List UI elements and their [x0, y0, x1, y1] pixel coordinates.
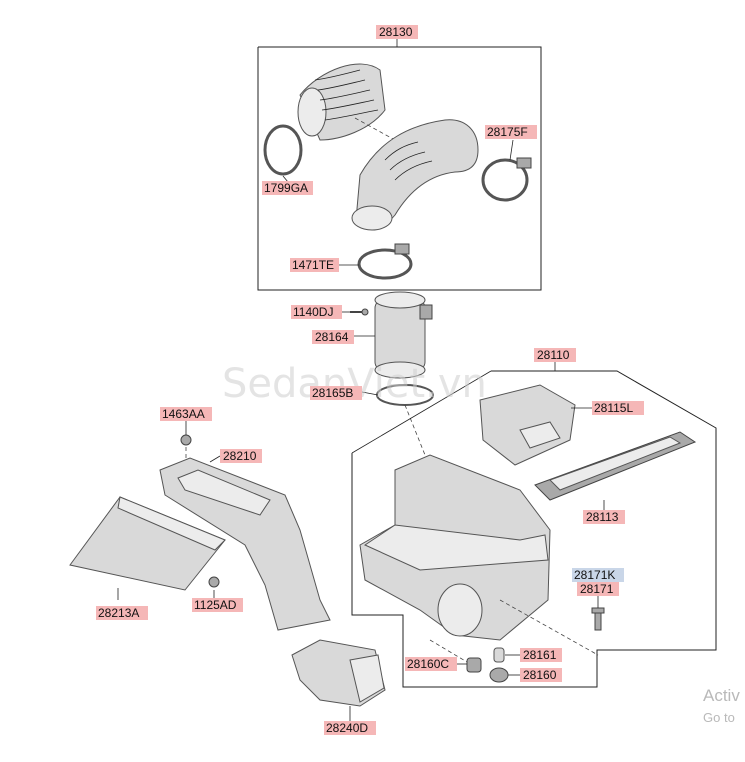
cap-28160-part [489, 667, 509, 683]
air-cleaner-body-part [359, 454, 551, 641]
airflow-sensor-part [374, 291, 433, 379]
label-28213a[interactable]: 28213A [96, 606, 148, 620]
label-1463aa-text: 1463AA [162, 407, 205, 421]
activation-line-1: Activ [703, 686, 740, 705]
activation-line-2: Go to [703, 710, 735, 725]
label-1140dj-text: 1140DJ [293, 305, 333, 319]
clamp-1471te-part [357, 243, 413, 280]
label-1471te[interactable]: 1471TE [290, 258, 339, 272]
label-28171k[interactable]: 28171K [572, 568, 624, 582]
hose-assembly-frame [257, 38, 542, 291]
label-28113[interactable]: 28113 [583, 510, 625, 524]
plug-28161-part [493, 647, 505, 663]
bolt-28171-part [591, 607, 605, 631]
label-28240d[interactable]: 28240D [324, 721, 376, 735]
label-28171[interactable]: 28171 [577, 582, 619, 596]
label-28210-text: 28210 [223, 449, 257, 463]
label-28161-text: 28161 [523, 648, 557, 662]
watermark-text: SedanViet.vn [222, 361, 487, 407]
clamp-28175f-part [481, 157, 532, 202]
label-28161[interactable]: 28161 [520, 648, 562, 662]
label-1471te-text: 1471TE [292, 258, 334, 272]
label-28160[interactable]: 28160 [520, 668, 562, 682]
clamp-1799ga-part [263, 124, 303, 176]
label-28171k-text: 28171K [574, 568, 615, 582]
filter-element-part [534, 431, 697, 501]
label-28165b-text: 28165B [312, 386, 353, 400]
screw-1140dj-part [350, 308, 369, 316]
label-28160-text: 28160 [523, 668, 557, 682]
label-28213a-text: 28213A [98, 606, 139, 620]
label-28115l[interactable]: 28115L [592, 401, 644, 415]
label-28175f-text: 28175F [487, 125, 528, 139]
air-cleaner-cover-part [479, 384, 576, 466]
bellows-hose-part [297, 63, 386, 141]
label-28130[interactable]: 28130 [376, 25, 418, 39]
label-28171-text: 28171 [580, 582, 614, 596]
label-28110-text: 28110 [537, 348, 570, 362]
label-1799ga[interactable]: 1799GA [262, 181, 313, 195]
label-28160c-text: 28160C [407, 657, 449, 671]
label-28115l-text: 28115L [594, 401, 633, 415]
label-28113-text: 28113 [586, 510, 619, 524]
label-1125ad-text: 1125AD [194, 598, 237, 612]
label-1140dj[interactable]: 1140DJ [291, 305, 342, 319]
label-28164-text: 28164 [315, 330, 349, 344]
cover-28213a-part [69, 496, 226, 591]
label-28240d-text: 28240D [326, 721, 368, 735]
label-28165b[interactable]: 28165B [310, 386, 362, 400]
grommet-28160c-part [466, 657, 482, 673]
label-1799ga-text: 1799GA [264, 181, 308, 195]
intake-duct-28210-part [159, 457, 331, 631]
elbow-duct-part [351, 119, 479, 231]
label-28210[interactable]: 28210 [220, 449, 262, 463]
label-28130-text: 28130 [379, 25, 413, 39]
label-1463aa[interactable]: 1463AA [160, 407, 212, 421]
label-28160c[interactable]: 28160C [405, 657, 457, 671]
label-1125ad[interactable]: 1125AD [192, 598, 243, 612]
resonator-28240d-part [291, 639, 386, 707]
label-28110[interactable]: 28110 [534, 348, 576, 362]
label-28164[interactable]: 28164 [312, 330, 354, 344]
bolt-1125ad-part [208, 576, 220, 588]
label-28175f[interactable]: 28175F [485, 125, 537, 139]
air-cleaner-frame [351, 362, 717, 688]
